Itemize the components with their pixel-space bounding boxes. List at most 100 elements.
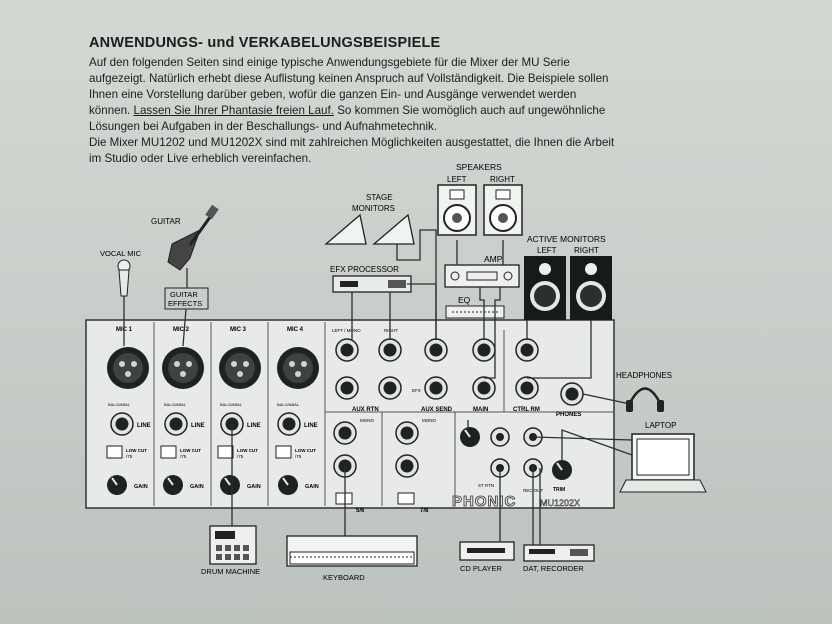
low-cut-switch-1[interactable] (106, 445, 123, 459)
text-line-5: Lösungen bei Aufgaben in der Beschallung… (89, 120, 438, 133)
low-cut-freq: /75 (237, 454, 244, 459)
stereo-5-6-left-jack[interactable] (333, 421, 357, 445)
guitar-icon (167, 204, 219, 271)
stage-monitors-label-1: STAGE (366, 193, 393, 202)
aux-send-label: AUX SEND (421, 407, 453, 413)
underlined-phrase: Lassen Sie Ihrer Phantasie freien Lauf. (133, 104, 334, 117)
low-cut-label: LOW CUT (295, 448, 316, 453)
drum-machine-icon (209, 525, 257, 565)
switch-5-6[interactable] (335, 492, 353, 505)
amp-icon (444, 264, 520, 288)
low-cut-switch-4[interactable] (275, 445, 292, 459)
stereo-7-8-right-jack[interactable] (395, 454, 419, 478)
active-monitors-label: ACTIVE MONITORS (527, 234, 606, 244)
guitar-label: GUITAR (151, 217, 181, 226)
ctrl-rm-right-jack[interactable] (515, 376, 539, 400)
ctrl-rm-label: CTRL RM (513, 407, 540, 413)
low-cut-freq: /75 (295, 454, 302, 459)
speaker-left-icon (437, 184, 477, 236)
laptop-icon (619, 433, 707, 493)
switch-7-8[interactable] (397, 492, 415, 505)
gain-knob-1[interactable] (106, 474, 128, 496)
balanced-label: BAL/UNBAL (277, 402, 300, 407)
balanced-label: BAL/UNBAL (220, 402, 243, 407)
keyboard-label: KEYBOARD (323, 573, 365, 582)
main-left-jack[interactable] (472, 338, 496, 362)
cables (123, 229, 633, 545)
speaker-left-label: LEFT (447, 175, 467, 184)
brand-logo: PHONIC (452, 493, 516, 510)
balanced-label: BAL/UNBAL (108, 402, 131, 407)
mono-label: MONO (422, 418, 436, 423)
line-label: LINE (304, 423, 318, 429)
aux-rtn-right-jack[interactable] (378, 338, 402, 362)
stage-monitor-2-icon (372, 213, 415, 245)
vocal-mic-icon (117, 259, 131, 297)
drum-machine-label: DRUM MACHINE (201, 567, 260, 576)
line-input-jack-1[interactable] (110, 412, 134, 436)
phones-jack[interactable] (560, 382, 584, 406)
gain-label: GAIN (134, 484, 148, 490)
low-cut-label: LOW CUT (180, 448, 201, 453)
text-line-6: Die Mixer MU1202 und MU1202X sind mit za… (89, 136, 615, 149)
xlr-input-mic-2[interactable] (162, 347, 204, 389)
text-line-2: aufgezeigt. Natürlich erhebt diese Aufli… (89, 72, 609, 85)
low-cut-switch-2[interactable] (160, 445, 177, 459)
mono-label: MONO (360, 418, 374, 423)
stereo-7-8-left-jack[interactable] (395, 421, 419, 445)
line-label: LINE (137, 423, 151, 429)
text-line-1: Auf den folgenden Seiten sind einige typ… (89, 56, 570, 69)
main-label: MAIN (473, 407, 488, 413)
model-label: MU1202X (540, 498, 580, 508)
gain-knob-2[interactable] (162, 474, 184, 496)
ch-5-6-label: 5/6 (356, 508, 365, 514)
xlr-input-mic-3[interactable] (219, 347, 261, 389)
aux-send-1-jack[interactable] (424, 338, 448, 362)
vocal-mic-label: VOCAL MIC (100, 249, 142, 258)
aux-send-2-jack[interactable] (424, 376, 448, 400)
line-input-jack-2[interactable] (164, 412, 188, 436)
low-cut-freq: /75 (180, 454, 187, 459)
aux-rtn-2-right-jack[interactable] (378, 376, 402, 400)
stage-monitor-1-icon (324, 213, 367, 245)
efx-processor-icon (332, 275, 412, 293)
dat-recorder-icon (523, 544, 595, 562)
main-right-jack[interactable] (472, 376, 496, 400)
xlr-input-mic-4[interactable] (277, 347, 319, 389)
efx-label: EFX (412, 388, 421, 393)
st-rtn-label: ST RTN (478, 483, 494, 488)
laptop-label: LAPTOP (645, 421, 676, 430)
text-line-7: im Studio oder Live erheblich vereinfach… (89, 152, 312, 165)
low-cut-switch-3[interactable] (217, 445, 234, 459)
gain-knob-4[interactable] (277, 474, 299, 496)
channel-label: MIC 2 (173, 327, 190, 333)
trim-knob[interactable] (551, 459, 573, 481)
gain-knob-3[interactable] (219, 474, 241, 496)
ctrl-rm-left-jack[interactable] (515, 338, 539, 362)
active-monitor-left-label: LEFT (537, 246, 557, 255)
xlr-input-mic-1[interactable] (107, 347, 149, 389)
page-title: ANWENDUNGS- und VERKABELUNGSBEISPIELE (89, 35, 441, 51)
gain-label: GAIN (247, 484, 261, 490)
channel-label: MIC 4 (287, 327, 304, 333)
guitar-effects-label-1: GUITAR (170, 290, 198, 299)
guitar-effects-label-2: EFFECTS (168, 299, 202, 308)
line-input-jack-4[interactable] (277, 412, 301, 436)
low-cut-label: LOW CUT (126, 448, 147, 453)
st-rtn-knob[interactable] (459, 426, 481, 448)
line-label: LINE (191, 423, 205, 429)
aux-rtn-2-left-jack[interactable] (335, 376, 359, 400)
aux-rtn-label: AUX RTN (352, 407, 379, 413)
aux-rtn-left-jack[interactable] (335, 338, 359, 362)
ch-7-8-label: 7/8 (420, 508, 429, 514)
cd-player-label: CD PLAYER (460, 564, 503, 573)
active-monitor-right-icon (570, 256, 612, 320)
gain-label: GAIN (190, 484, 204, 490)
amp-label: AMP (484, 254, 503, 264)
st-rtn-left-rca[interactable] (490, 427, 510, 447)
line-label: LINE (247, 423, 261, 429)
eq-label: EQ (458, 295, 471, 305)
trim-label: TRIM (553, 487, 565, 493)
phones-label: PHONES (556, 412, 581, 418)
